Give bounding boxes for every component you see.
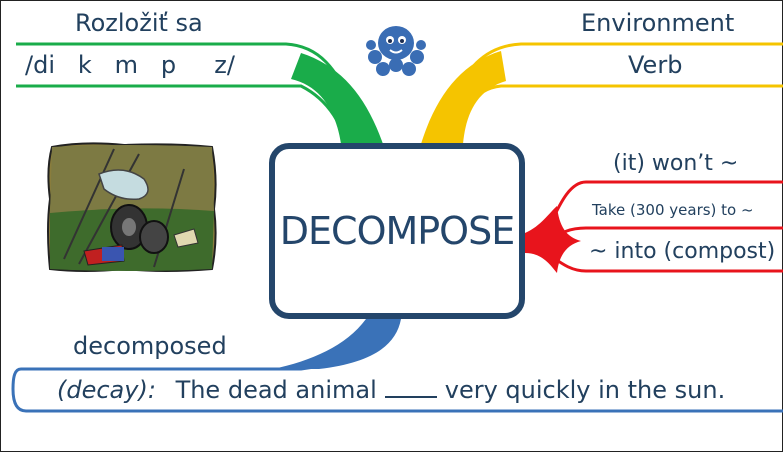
blue-branch xyxy=(11,318,783,413)
sentence-start: The dead animal xyxy=(175,376,377,404)
fill-in-blank xyxy=(384,396,437,398)
right-item-into-compost: ~ into (compost) xyxy=(589,239,776,264)
red-branch xyxy=(525,180,783,273)
yellow-branch xyxy=(421,42,783,145)
translation-text: Rozložiť sa xyxy=(75,9,203,37)
pronunciation-text: /di k m p z/ xyxy=(25,51,235,79)
example-sentence: (decay): The dead animal very quickly in … xyxy=(57,378,725,402)
topic-text: Environment xyxy=(581,9,735,37)
sentence-end: very quickly in the sun. xyxy=(444,376,726,404)
synonym-text: (decay): xyxy=(57,376,156,404)
past-form-text: decomposed xyxy=(73,332,227,360)
garbage-clipart-icon xyxy=(47,142,217,272)
center-word-box: DECOMPOSE xyxy=(269,143,525,319)
center-word: DECOMPOSE xyxy=(279,209,515,253)
part-of-speech-text: Verb xyxy=(628,51,683,79)
octopus-logo-icon xyxy=(366,26,426,76)
right-item-wont: (it) won’t ~ xyxy=(613,151,739,176)
right-item-take-years: Take (300 years) to ~ xyxy=(592,201,754,219)
green-branch xyxy=(16,42,383,146)
